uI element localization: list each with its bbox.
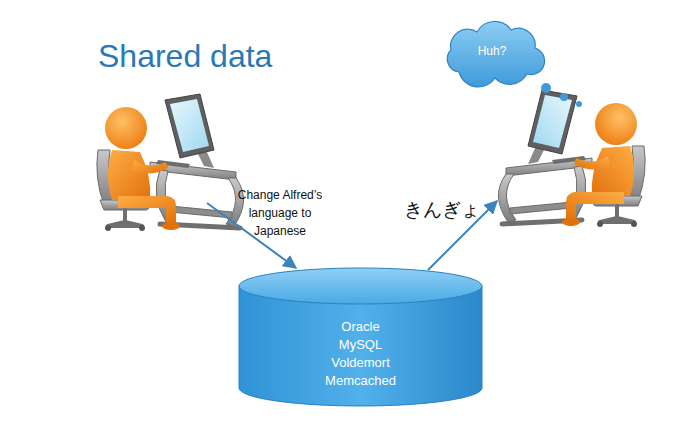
node-text-area: Huh? (437, 43, 547, 59)
person-at-computer (97, 94, 244, 231)
thought-dot (576, 101, 582, 107)
thought-dot (541, 83, 551, 93)
request-label: Change Alfred’s language to Japanese (226, 186, 334, 240)
database-cylinder: Oracle MySQL Voldemort Memcached (238, 266, 483, 408)
response-label: きんぎょ (400, 196, 484, 225)
cylinder-top (239, 268, 482, 304)
thought-dot (560, 93, 568, 101)
thought-text: Huh? (478, 43, 507, 59)
thought-bubbles (541, 83, 582, 107)
slide-title: Shared data (98, 38, 272, 75)
cloud-shape (447, 21, 544, 86)
thought-cloud: Huh? (437, 20, 547, 82)
node-text-area: Oracle MySQL Voldemort Memcached (238, 318, 483, 390)
right-workstation (498, 90, 645, 227)
database-list: Oracle MySQL Voldemort Memcached (325, 318, 396, 390)
person-at-computer (498, 90, 645, 227)
left-workstation (97, 94, 244, 231)
